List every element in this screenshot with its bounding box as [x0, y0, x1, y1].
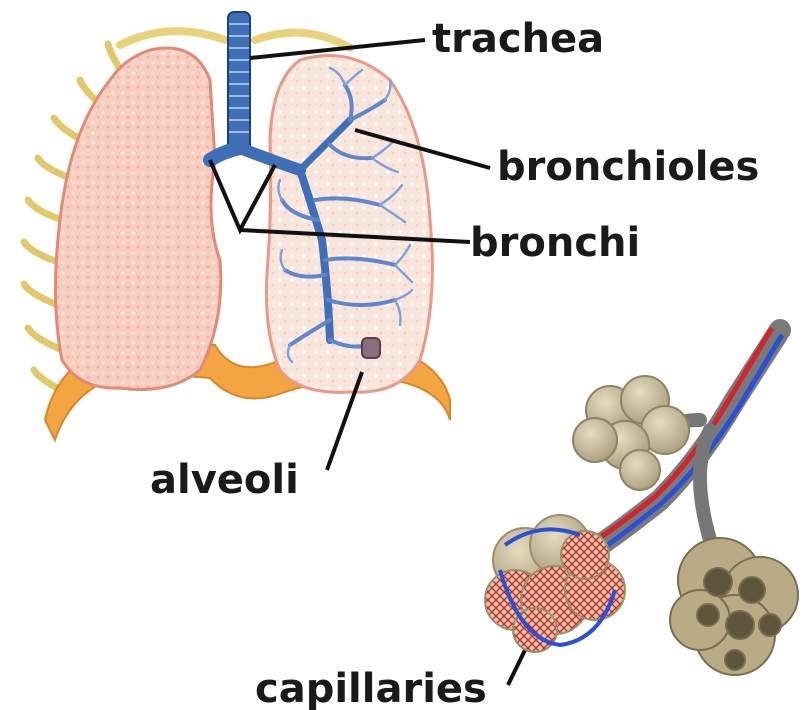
label-bronchioles: bronchioles [497, 144, 759, 190]
label-trachea: trachea [432, 16, 604, 62]
label-bronchi: bronchi [470, 220, 640, 266]
trachea [228, 12, 250, 152]
alveolar-sac-open [670, 538, 798, 675]
label-alveoli: alveoli [150, 457, 299, 503]
alveoli-cluster [485, 328, 798, 675]
left-lung [55, 48, 220, 390]
label-capillaries: capillaries [255, 666, 487, 710]
alveoli-spot [362, 338, 380, 358]
